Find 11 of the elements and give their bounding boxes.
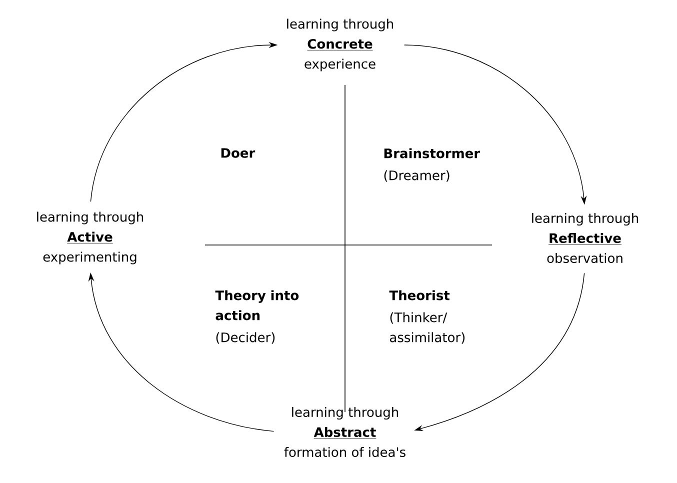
stage-label: learning through Active experimenting bbox=[37, 212, 144, 264]
quadrant-subtitle: (Dreamer) bbox=[384, 170, 450, 182]
quadrant-title: Theory into action bbox=[215, 290, 299, 320]
quadrant-subtitle: (Decider) bbox=[216, 332, 275, 344]
quadrant-title: Brainstormer bbox=[384, 148, 480, 158]
stage-label: learning through Concrete experience bbox=[287, 18, 394, 72]
quadrant-title: Doer bbox=[221, 148, 256, 158]
stage-label: learning through Reflective observation bbox=[532, 212, 638, 264]
quadrant-title: Theorist bbox=[389, 290, 450, 300]
quadrant-subtitle: (Thinker/ assimilator) bbox=[390, 312, 465, 344]
stage-label: learning through Abstract formation of idea's bbox=[284, 406, 406, 458]
